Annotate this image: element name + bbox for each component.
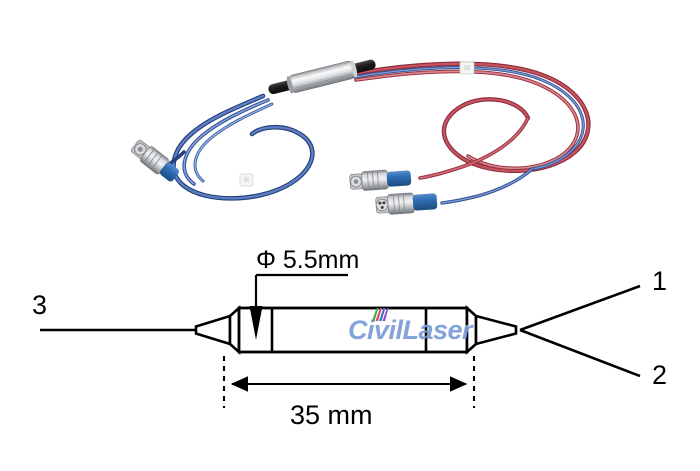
diameter-leader (249, 273, 348, 340)
fc-connector-right-lower (375, 192, 438, 215)
port-1-label: 1 (652, 266, 667, 296)
cable-tag-right (459, 61, 475, 75)
right-taper-cone (474, 314, 518, 346)
product-photo: Three-port fiber optic circulator with o… (130, 59, 591, 215)
port-1-fiber-line (519, 284, 641, 332)
dimension-diagram-canvas: CivilLaser Φ 5.5mm (0, 236, 700, 471)
port-3-label: 3 (32, 290, 47, 320)
fc-connector-left (130, 139, 179, 182)
body-tube (237, 306, 469, 354)
civillaser-watermark: CivilLaser (348, 308, 475, 345)
diameter-label: Φ 5.5mm (256, 246, 359, 274)
watermark-text: CivilLaser (348, 315, 474, 345)
watermark-accent-icon (372, 308, 389, 321)
product-photo-canvas (130, 59, 591, 215)
fc-connector-right-upper (349, 169, 412, 191)
dimension-diagram: CivilLaser Φ 5.5mm (0, 236, 700, 471)
length-label: 35 mm (290, 400, 373, 430)
circulator-body (268, 59, 376, 95)
port-2-label: 2 (652, 360, 667, 390)
left-pigtail-bundle (166, 93, 315, 201)
cable-tag-left (239, 173, 254, 187)
port-2-fiber-line (519, 328, 641, 378)
right-pigtail-bundle (349, 61, 591, 205)
